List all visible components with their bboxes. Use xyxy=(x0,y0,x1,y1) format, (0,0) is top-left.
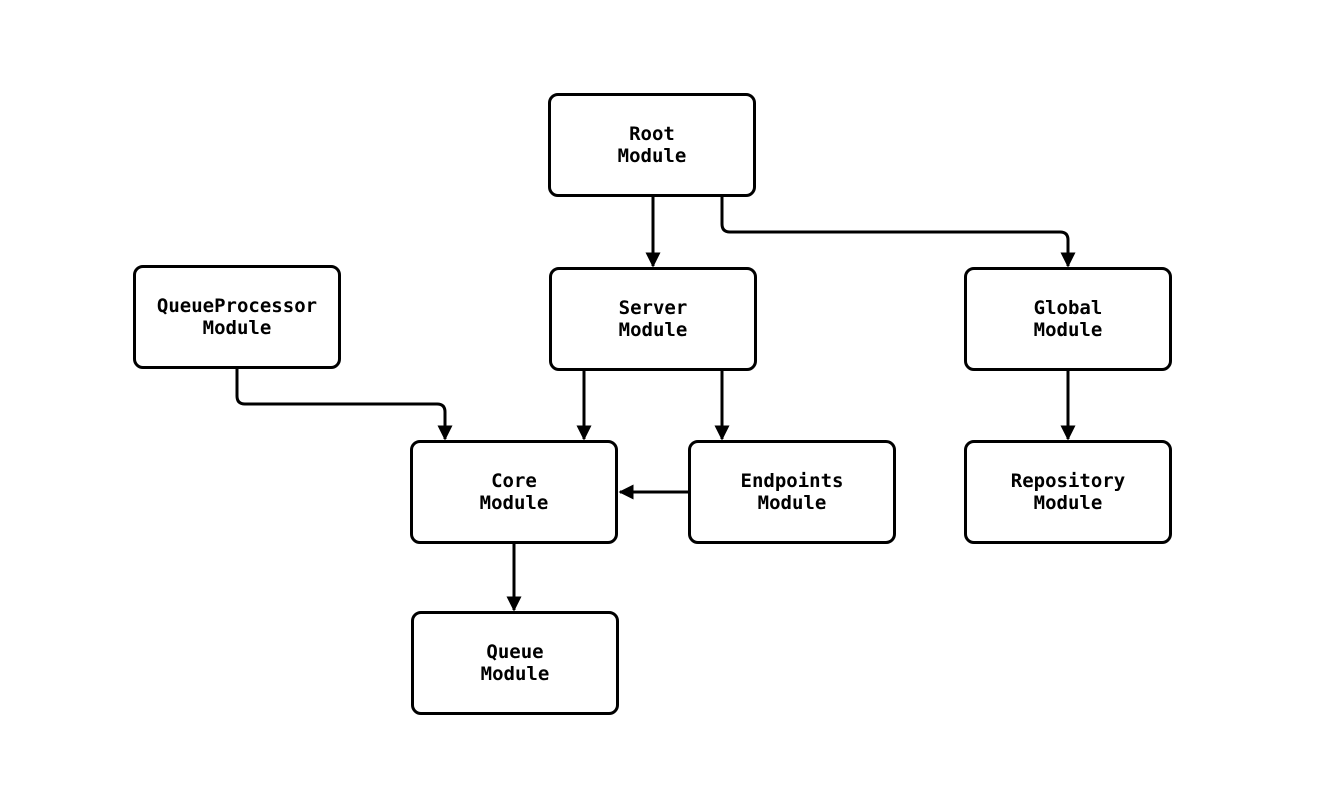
node-global-module-label: Global Module xyxy=(1033,297,1103,341)
node-queue-module-label: Queue Module xyxy=(480,641,550,685)
node-queue-processor-module-label: QueueProcessor Module xyxy=(156,295,318,339)
node-root-module-label: Root Module xyxy=(617,123,687,167)
node-queue-processor-module: QueueProcessor Module xyxy=(133,265,341,369)
node-repository-module: Repository Module xyxy=(964,440,1172,544)
node-queue-module: Queue Module xyxy=(411,611,619,715)
node-repository-module-label: Repository Module xyxy=(1010,470,1126,514)
edge-queue-processor-to-core xyxy=(235,369,453,441)
node-endpoints-module: Endpoints Module xyxy=(688,440,896,544)
node-server-module-label: Server Module xyxy=(618,297,688,341)
node-root-module: Root Module xyxy=(548,93,756,197)
node-endpoints-module-label: Endpoints Module xyxy=(740,470,844,514)
node-core-module: Core Module xyxy=(410,440,618,544)
edge-root-to-global xyxy=(720,197,1076,268)
node-core-module-label: Core Module xyxy=(479,470,549,514)
node-global-module: Global Module xyxy=(964,267,1172,371)
node-server-module: Server Module xyxy=(549,267,757,371)
